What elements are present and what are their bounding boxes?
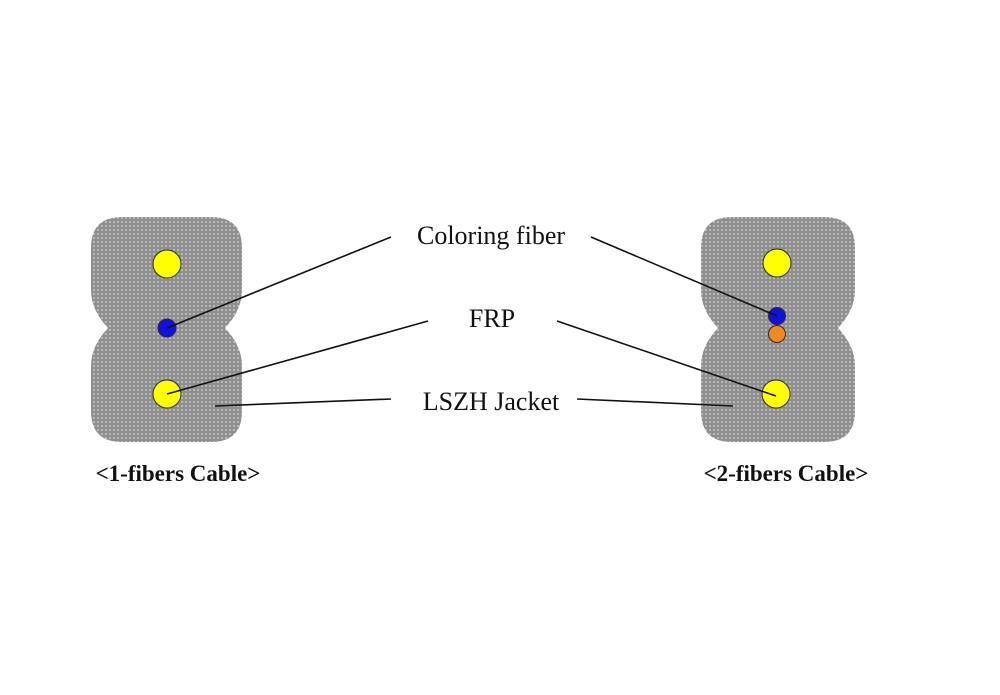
cable-1-fiber bbox=[91, 217, 242, 442]
frp-top-right bbox=[762, 248, 792, 278]
leader-lszh-jacket-left bbox=[214, 398, 392, 407]
cable-2-fibers bbox=[701, 217, 855, 442]
label-coloring-fiber: Coloring fiber bbox=[417, 221, 565, 250]
label-frp: FRP bbox=[469, 304, 515, 333]
caption-2-fibers-cable: <2-fibers Cable> bbox=[704, 461, 869, 486]
leader-frp-right bbox=[556, 320, 777, 397]
leader-coloring-fiber-right bbox=[590, 236, 778, 317]
coloring-fiber-orange-right bbox=[768, 325, 786, 343]
frp-top-left bbox=[152, 249, 182, 279]
leader-coloring-fiber-left bbox=[166, 236, 392, 329]
frp-bottom-right bbox=[761, 379, 791, 409]
leader-lines bbox=[166, 236, 778, 407]
leader-frp-left bbox=[166, 320, 429, 395]
label-lszh-jacket: LSZH Jacket bbox=[423, 387, 560, 416]
leader-lszh-jacket-right bbox=[576, 398, 734, 407]
caption-1-fibers-cable: <1-fibers Cable> bbox=[96, 461, 261, 486]
